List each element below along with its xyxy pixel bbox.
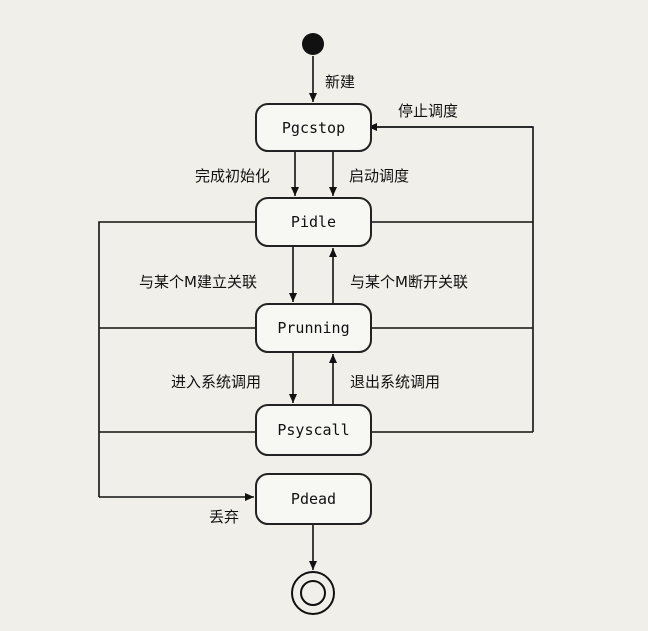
arrow-discard (98, 221, 255, 497)
label-enter-syscall: 进入系统调用 (168, 371, 265, 392)
state-psyscall: Psyscall (255, 404, 372, 456)
state-pidle: Pidle (255, 197, 372, 247)
state-prunning: Prunning (255, 303, 372, 353)
label-exit-syscall: 退出系统调用 (347, 371, 444, 392)
label-start-schedule: 启动调度 (346, 165, 413, 186)
label-init-complete: 完成初始化 (192, 165, 274, 186)
label-discard: 丢弃 (206, 506, 243, 527)
label-stop-schedule: 停止调度 (395, 100, 462, 121)
end-node-outer (291, 571, 335, 615)
start-node (302, 33, 324, 55)
state-pdead: Pdead (255, 473, 372, 525)
state-pgcstop: Pgcstop (255, 103, 372, 152)
label-create: 新建 (322, 71, 359, 92)
end-node-inner (300, 580, 326, 606)
label-bind-m: 与某个M建立关联 (136, 271, 260, 292)
label-unbind-m: 与某个M断开关联 (347, 271, 471, 292)
